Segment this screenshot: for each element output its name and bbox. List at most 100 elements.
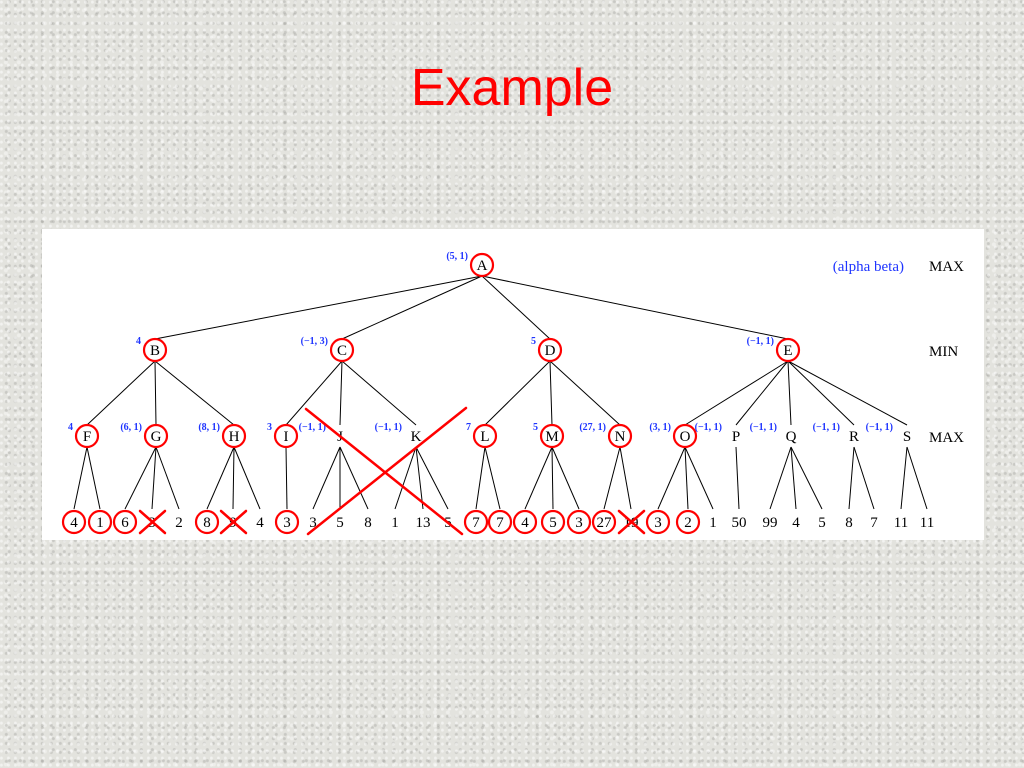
node-n-annotation: (27, 1): [579, 422, 606, 433]
node-q-annotation: (−1, 1): [750, 422, 777, 433]
leaf-edge: [415, 446, 449, 510]
leaf-value: 1: [96, 515, 104, 531]
node-f-annotation: 4: [68, 422, 73, 433]
node-s-label: S: [903, 429, 911, 445]
leaf-circle: [566, 509, 592, 535]
node-a-circle: [469, 252, 495, 278]
leaf-value: 11: [920, 515, 934, 531]
node-g-annotation: (6, 1): [120, 422, 142, 433]
slide-title: Example: [410, 59, 614, 117]
leaf-value: 3: [654, 515, 662, 531]
leaf-edge: [232, 446, 235, 510]
leaf-circle: [61, 509, 87, 535]
leaf-value: 1: [391, 515, 399, 531]
alpha-beta-legend: (alpha beta): [833, 259, 904, 275]
leaf-edge: [86, 446, 101, 510]
node-k-annotation: (−1, 1): [375, 422, 402, 433]
tree-edge-C-I: [285, 360, 343, 426]
leaf-edge: [73, 446, 88, 510]
tree-edge-E-P: [735, 360, 789, 426]
node-j-annotation: (−1, 1): [299, 422, 326, 433]
leaf-value: 4: [792, 515, 800, 531]
node-e-label: E: [783, 343, 792, 359]
node-i-label: I: [284, 429, 289, 445]
leaf-edge: [233, 446, 261, 510]
node-f-label: F: [83, 429, 91, 445]
node-o-label: O: [680, 429, 691, 445]
leaf-value: 11: [894, 515, 908, 531]
node-l-circle: [472, 423, 498, 449]
node-a-label: A: [477, 258, 488, 274]
leaf-circle: [463, 509, 489, 535]
node-e-annotation: (−1, 1): [747, 336, 774, 347]
leaf-value: 5: [336, 515, 344, 531]
leaf-value: 7: [870, 515, 878, 531]
leaf-edge: [155, 446, 180, 510]
node-m-label: M: [545, 429, 558, 445]
leaf-edge: [619, 446, 632, 510]
node-d-annotation: 5: [531, 336, 536, 347]
tree-edge-B-F: [86, 360, 156, 426]
leaf-value: 4: [256, 515, 264, 531]
node-b-circle: [142, 337, 168, 363]
leaf-circle: [591, 509, 617, 535]
leaf-value: 3: [283, 515, 291, 531]
node-d-circle: [537, 337, 563, 363]
node-i-annotation: 3: [267, 422, 272, 433]
level-label-max: MAX: [929, 430, 964, 446]
tree-edge-D-N: [549, 360, 621, 426]
node-n-circle: [607, 423, 633, 449]
tree-edge-E-R: [787, 360, 855, 426]
leaf-circle: [274, 509, 300, 535]
leaf-value: 6: [121, 515, 129, 531]
leaf-edge: [684, 446, 714, 510]
leaf-edge: [848, 446, 855, 510]
node-d-label: D: [545, 343, 556, 359]
leaf-edge: [769, 446, 792, 510]
leaf-edge: [906, 446, 928, 510]
leaf-value: 4: [521, 515, 529, 531]
leaf-edge: [551, 446, 580, 510]
tree-edge-D-L: [484, 360, 551, 426]
leaf-circle: [194, 509, 220, 535]
leaf-value: 3: [575, 515, 583, 531]
leaf-edge: [484, 446, 501, 510]
leaf-prune-cross: [219, 509, 248, 535]
leaf-edge: [475, 446, 486, 510]
leaf-circle: [540, 509, 566, 535]
node-b-annotation: 4: [136, 336, 141, 347]
leaf-edge: [312, 446, 341, 510]
node-k-label: K: [411, 429, 422, 445]
node-c-annotation: (−1, 3): [301, 336, 328, 347]
leaf-edge: [790, 446, 823, 510]
leaf-circle: [675, 509, 701, 535]
tree-edge-A-C: [341, 275, 483, 340]
tree-edge-E-O: [684, 360, 789, 426]
tree-edge-E-Q: [787, 360, 792, 426]
leaf-edge: [735, 446, 740, 510]
node-c-circle: [329, 337, 355, 363]
leaf-circle: [645, 509, 671, 535]
leaf-value: 2: [684, 515, 692, 531]
leaf-edge: [206, 446, 235, 510]
leaf-edge: [415, 446, 424, 510]
node-p-label: P: [732, 429, 740, 445]
tree-edge-A-B: [154, 275, 483, 340]
node-l-annotation: 7: [466, 422, 471, 433]
leaf-value: 27: [597, 515, 613, 531]
node-a-annotation: (5, 1): [446, 251, 468, 262]
leaf-value: 8: [845, 515, 853, 531]
leaf-value: 4: [70, 515, 78, 531]
node-e-circle: [775, 337, 801, 363]
node-h-circle: [221, 423, 247, 449]
tree-edge-B-G: [154, 360, 157, 426]
level-label-max: MAX: [929, 259, 964, 275]
leaf-prune-cross: [617, 509, 646, 535]
level-label-min: MIN: [929, 344, 958, 360]
node-r-annotation: (−1, 1): [813, 422, 840, 433]
leaf-edge: [790, 446, 797, 510]
leaf-edge: [339, 446, 369, 510]
leaf-edge: [285, 446, 288, 510]
node-g-label: G: [151, 429, 162, 445]
leaf-edge: [900, 446, 908, 510]
